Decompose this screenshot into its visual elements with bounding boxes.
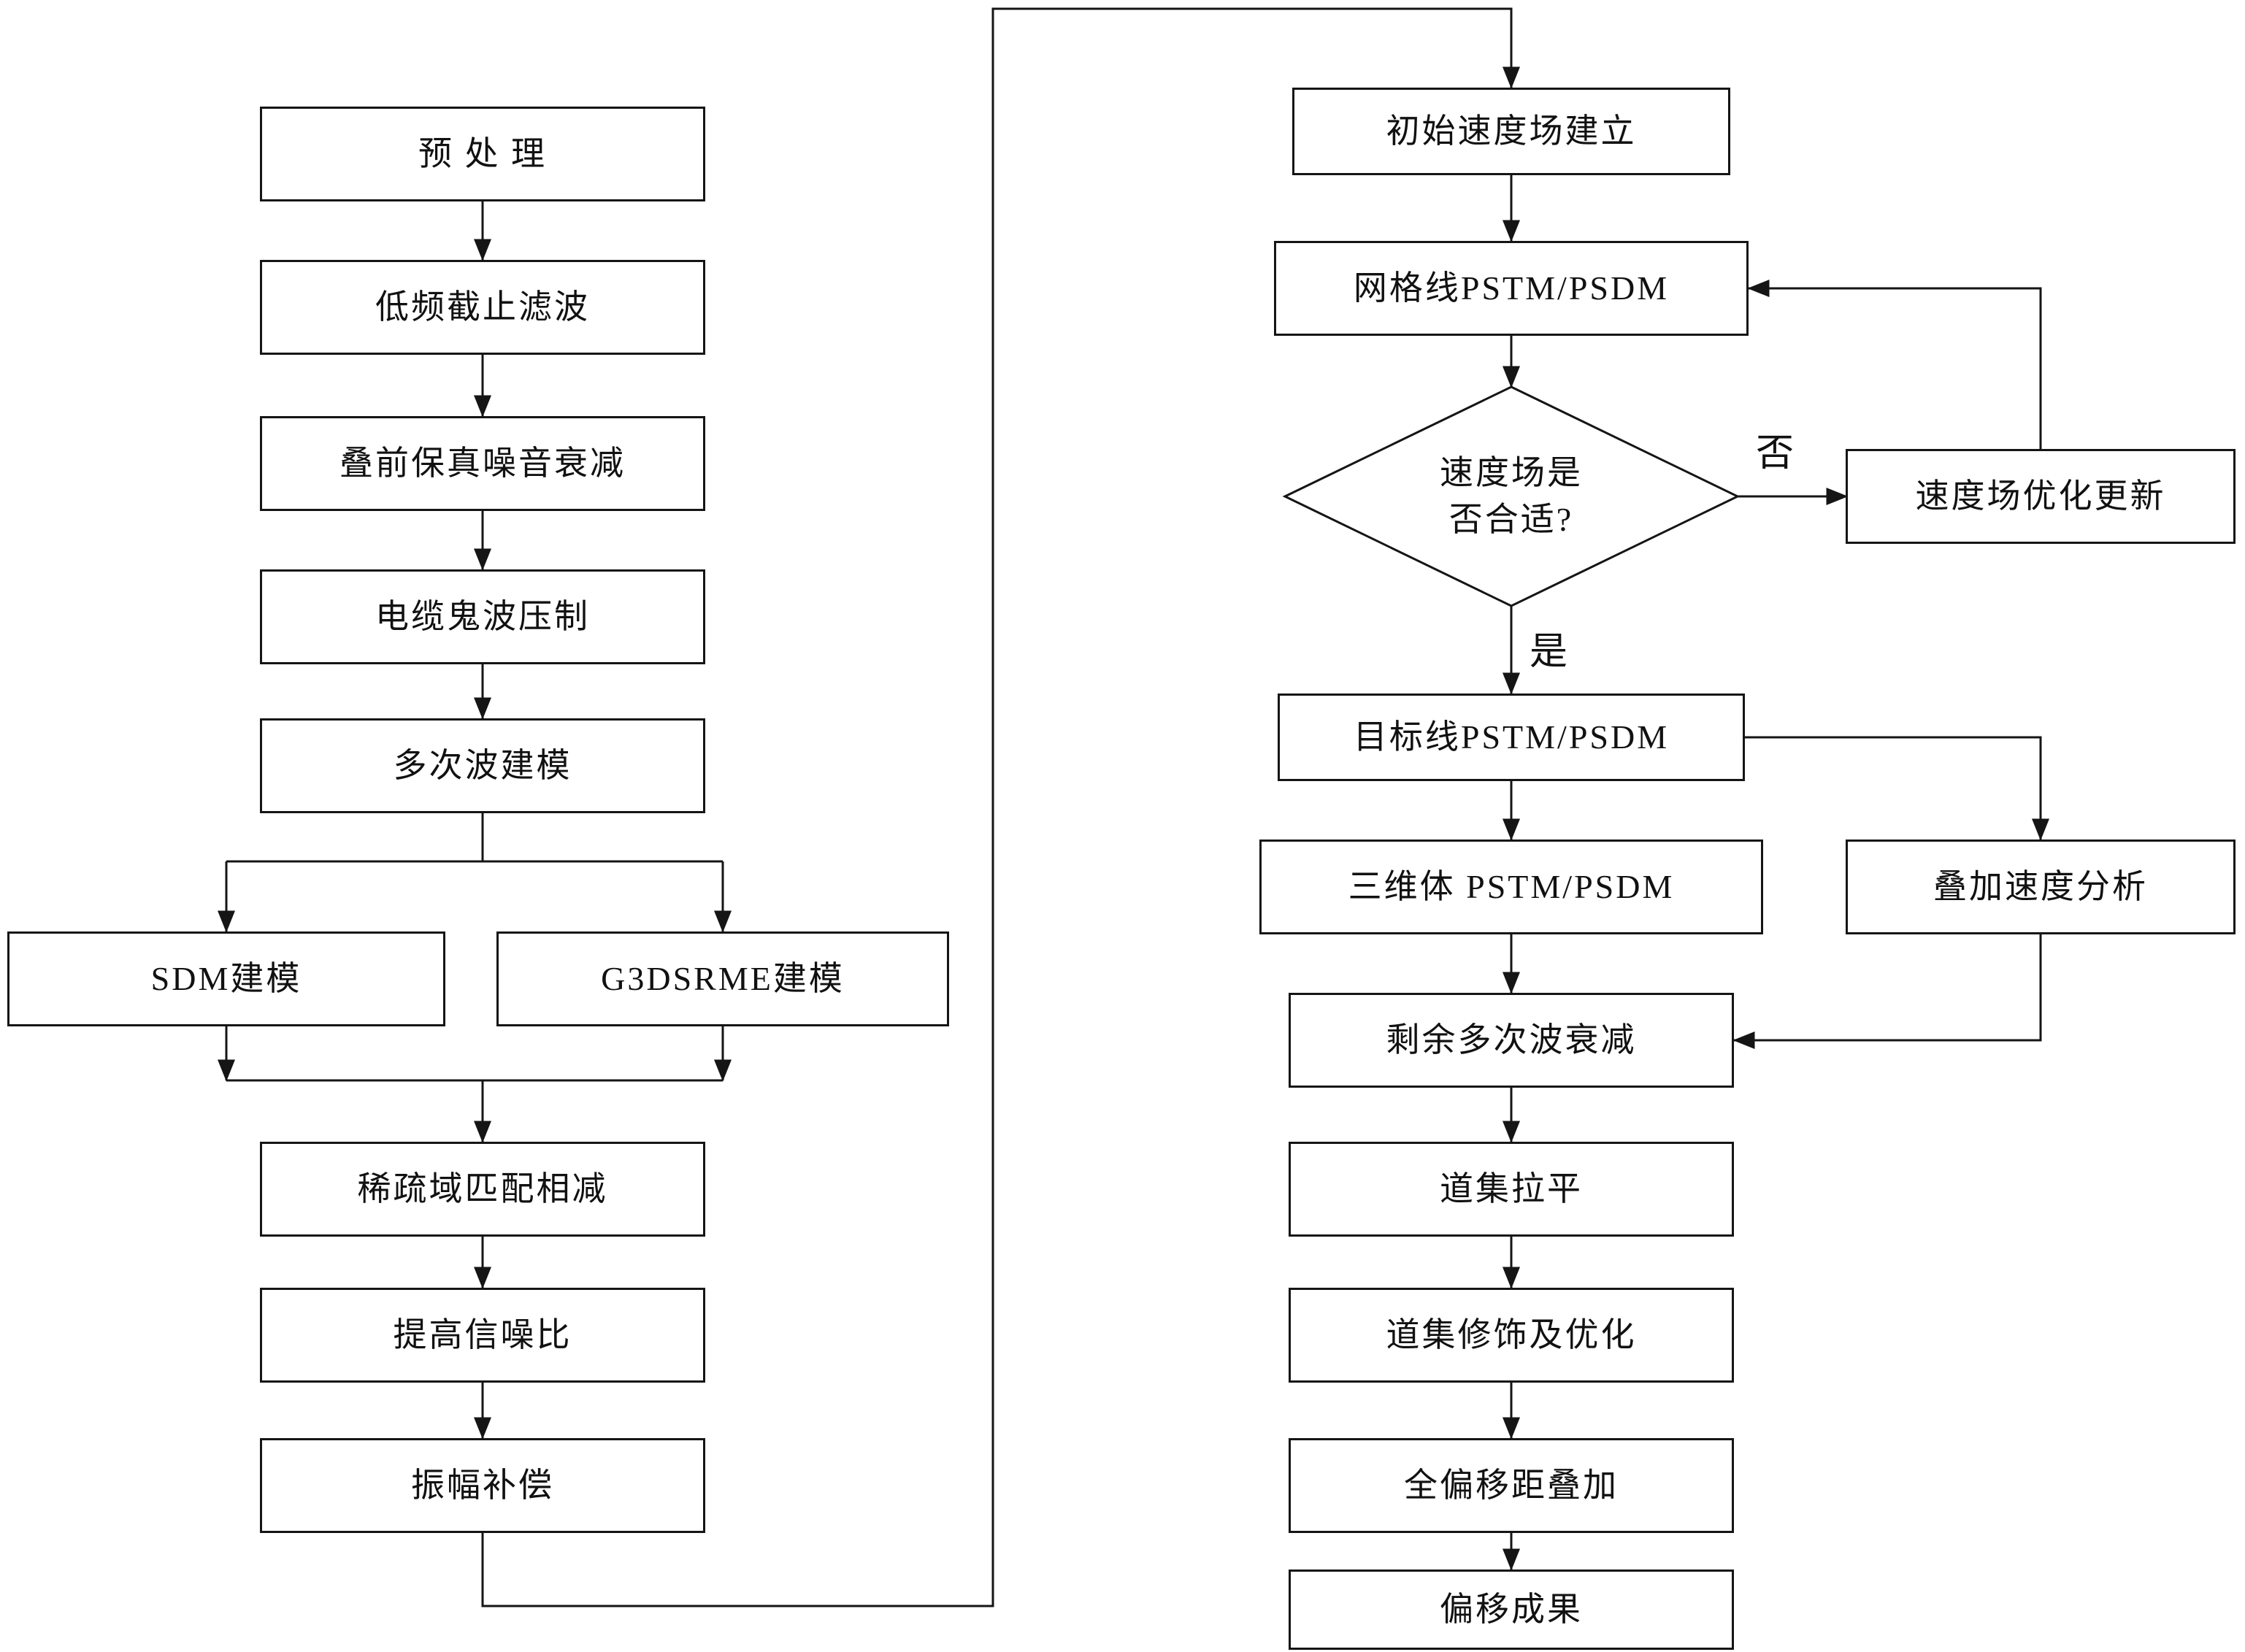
node-migration-result: 偏移成果 <box>1289 1570 1734 1650</box>
node-velocity-field-update: 速度场优化更新 <box>1846 449 2236 544</box>
node-prestack-noise-attenuation: 叠前保真噪音衰减 <box>260 416 705 511</box>
node-gather-flattening: 道集拉平 <box>1289 1142 1734 1237</box>
edge-amplitude-initvelocity <box>481 7 1520 1607</box>
node-sdm-modeling: SDM建模 <box>7 931 445 1026</box>
node-target-line-pstm-psdm: 目标线PSTM/PSDM <box>1278 694 1745 781</box>
node-amplitude-compensation: 振幅补偿 <box>260 1438 705 1533</box>
node-sparse-domain-matching-subtraction: 稀疏域匹配相减 <box>260 1142 705 1237</box>
decision-diamond-shape <box>1282 385 1741 607</box>
node-grid-line-pstm-psdm: 网格线PSTM/PSDM <box>1274 241 1749 336</box>
flow-edges <box>218 7 2049 1607</box>
edge-label-yes: 是 <box>1530 631 1568 673</box>
edge-stackvel-residual <box>1732 934 2042 1049</box>
node-multiple-modeling: 多次波建模 <box>260 718 705 813</box>
node-velocity-field-suitable-decision: 速度场是 否合适? <box>1440 453 1583 538</box>
edge-multiple-split-bar <box>226 813 723 863</box>
node-initial-velocity-field: 初始速度场建立 <box>1292 88 1730 175</box>
node-preprocess: 预 处 理 <box>260 107 705 201</box>
node-cable-ghost-suppression: 电缆鬼波压制 <box>260 569 705 664</box>
edge-update-gridline <box>1747 280 2042 449</box>
node-g3dsrme-modeling: G3DSRME建模 <box>496 931 949 1026</box>
node-stacking-velocity-analysis: 叠加速度分析 <box>1846 840 2236 934</box>
node-full-offset-stack: 全偏移距叠加 <box>1289 1438 1734 1533</box>
node-residual-multiple-attenuation: 剩余多次波衰减 <box>1289 993 1734 1088</box>
node-low-cut-filter: 低频截止滤波 <box>260 260 705 355</box>
node-gather-refinement: 道集修饰及优化 <box>1289 1288 1734 1383</box>
node-improve-snr: 提高信噪比 <box>260 1288 705 1383</box>
node-volume-pstm-psdm: 三维体 PSTM/PSDM <box>1259 840 1763 934</box>
edge-label-no: 否 <box>1756 433 1795 475</box>
edge-target-stackvel <box>1745 736 2049 841</box>
